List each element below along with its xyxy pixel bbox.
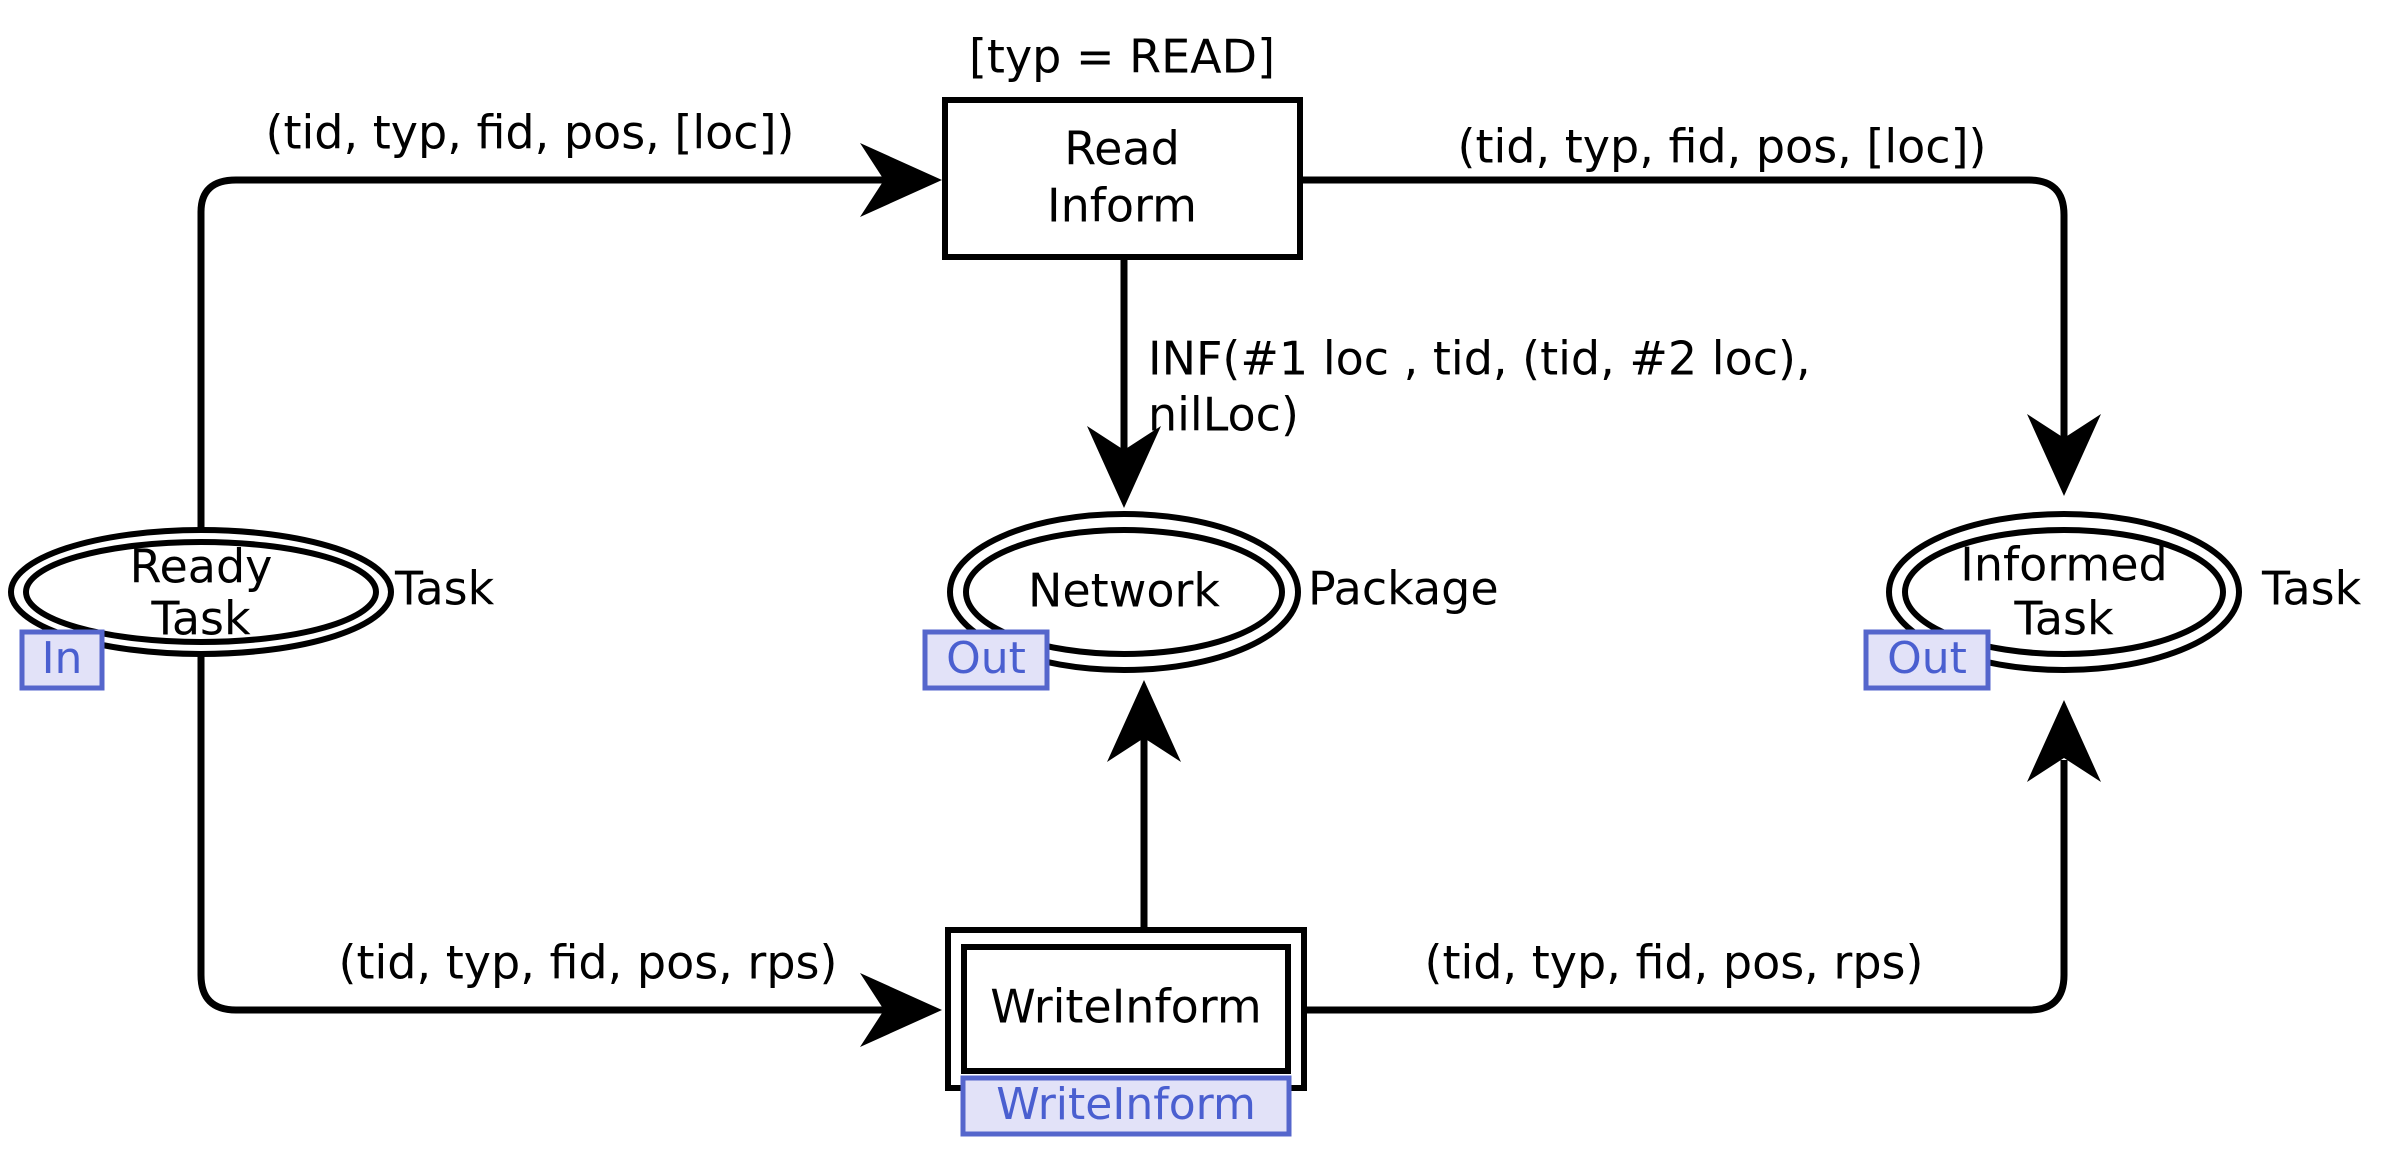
arc-read-to-informed[interactable] xyxy=(1300,176,2101,496)
arc-read-to-network-arrowhead xyxy=(1087,426,1161,508)
arc-write-to-informed[interactable] xyxy=(1305,700,2101,1014)
place-informed-task-label-line1: Informed xyxy=(1960,538,2167,592)
arc-ready-to-read-inscription: (tid, typ, fid, pos, [loc]) xyxy=(266,106,795,160)
arc-write-to-informed-line xyxy=(1305,760,2068,1014)
transition-write-inform-label: WriteInform xyxy=(990,980,1261,1034)
place-informed-task[interactable]: Informed Task xyxy=(1886,511,2242,673)
transition-read-inform-guard: [typ = READ] xyxy=(969,30,1275,84)
arc-read-to-informed-line xyxy=(1300,176,2068,452)
arc-ready-to-write[interactable] xyxy=(197,652,942,1047)
place-network-port-tag[interactable]: Out xyxy=(922,629,1050,691)
transition-write-inform-substitution-tag[interactable]: WriteInform xyxy=(960,1075,1292,1137)
place-network-inner-ellipse xyxy=(963,527,1285,657)
arc-write-to-network-arrowhead xyxy=(1107,680,1181,762)
place-ready-task-label-line1: Ready xyxy=(130,540,273,594)
place-network-label-line1: Network xyxy=(1028,564,1220,618)
transition-write-inform-substitution-tag-box xyxy=(960,1075,1292,1137)
transition-write-inform-inner-box xyxy=(961,944,1291,1074)
place-informed-task-inner-ellipse xyxy=(1902,527,2226,657)
place-ready-task-inner-ellipse xyxy=(23,539,379,645)
place-informed-task-colorset: Task xyxy=(2261,562,2362,616)
arc-write-to-informed-arrowhead xyxy=(2027,700,2101,782)
arc-read-to-informed-inscription: (tid, typ, fid, pos, [loc]) xyxy=(1458,120,1987,174)
place-informed-task-port-tag-text: Out xyxy=(1887,633,1967,684)
arc-ready-to-read-line xyxy=(197,176,900,592)
transition-write-inform[interactable]: WriteInform xyxy=(945,927,1307,1091)
place-informed-task-port-tag[interactable]: Out xyxy=(1863,629,1991,691)
place-network-port-tag-box xyxy=(922,629,1050,691)
arc-read-to-network-inscription-line1: INF(#1 loc , tid, (tid, #2 loc), xyxy=(1148,332,1811,386)
place-informed-task-label-line2: Task xyxy=(2013,592,2114,646)
transition-read-inform-label-line2: Inform xyxy=(1047,179,1197,233)
arc-ready-to-read[interactable] xyxy=(197,143,942,592)
arc-read-to-informed-arrowhead xyxy=(2027,414,2101,496)
place-ready-task-port-tag-box xyxy=(19,629,105,691)
arc-read-to-network[interactable] xyxy=(1087,257,1161,508)
arc-ready-to-write-inscription: (tid, typ, fid, pos, rps) xyxy=(339,936,838,990)
arc-ready-to-write-arrowhead xyxy=(860,973,942,1047)
transition-write-inform-substitution-tag-text: WriteInform xyxy=(996,1079,1256,1130)
place-ready-task-label-line2: Task xyxy=(150,592,251,646)
arc-write-to-network[interactable] xyxy=(1107,680,1181,930)
arc-write-to-informed-inscription: (tid, typ, fid, pos, rps) xyxy=(1425,936,1924,990)
transition-read-inform[interactable]: Read Inform xyxy=(942,97,1303,260)
place-ready-task-port-tag-text: In xyxy=(42,633,83,684)
arc-read-to-network-inscription-line2: nilLoc) xyxy=(1148,388,1299,442)
place-ready-task-colorset: Task xyxy=(394,562,495,616)
transition-read-inform-box xyxy=(942,97,1303,260)
arc-ready-to-write-line xyxy=(197,652,900,1014)
arc-ready-to-read-arrowhead xyxy=(860,143,942,217)
place-informed-task-port-tag-box xyxy=(1863,629,1991,691)
place-ready-task[interactable]: Ready Task xyxy=(8,527,394,657)
place-ready-task-port-tag[interactable]: In xyxy=(19,629,105,691)
transition-read-inform-label-line1: Read xyxy=(1064,122,1180,176)
place-network-port-tag-text: Out xyxy=(946,633,1026,684)
place-network-colorset: Package xyxy=(1308,562,1499,616)
